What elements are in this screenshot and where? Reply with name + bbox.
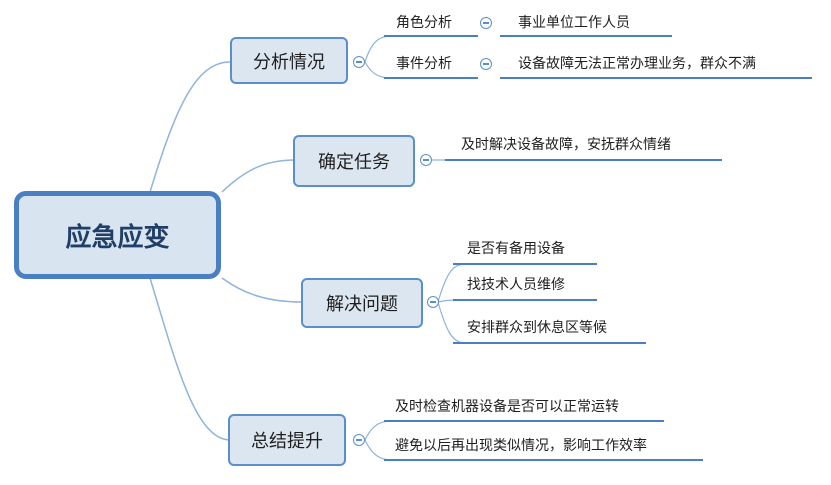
branch-analysis[interactable]: 分析情况 bbox=[230, 37, 348, 84]
leaf-task-1[interactable]: 及时解决设备故障，安抚群众情绪 bbox=[461, 137, 671, 153]
root-label: 应急应变 bbox=[65, 222, 170, 253]
connector-summary-2 bbox=[364, 439, 393, 461]
leaf-role-analysis[interactable]: 角色分析 bbox=[396, 15, 452, 31]
leaf-summary-2[interactable]: 避免以后再出现类似情况，影响工作效率 bbox=[395, 438, 647, 454]
leaf-solve-3[interactable]: 安排群众到休息区等候 bbox=[467, 320, 607, 336]
collapse-role-icon[interactable] bbox=[480, 17, 492, 29]
collapse-analysis-icon[interactable] bbox=[353, 56, 365, 68]
collapse-task-icon[interactable] bbox=[420, 154, 432, 166]
connector-root-solve bbox=[221, 277, 303, 303]
connector-solve-1 bbox=[437, 263, 466, 303]
branch-solve[interactable]: 解决问题 bbox=[301, 278, 423, 328]
root-node[interactable]: 应急应变 bbox=[14, 191, 221, 279]
branch-summary-label: 总结提升 bbox=[251, 431, 323, 452]
connector-root-summary bbox=[149, 277, 231, 441]
leaf-solve-2[interactable]: 找技术人员维修 bbox=[467, 277, 565, 293]
leaf-event-analysis[interactable]: 事件分析 bbox=[396, 56, 452, 72]
branch-task-label: 确定任务 bbox=[318, 152, 390, 173]
leaf-summary-1[interactable]: 及时检查机器设备是否可以正常运转 bbox=[395, 399, 619, 415]
branch-summary[interactable]: 总结提升 bbox=[228, 414, 346, 466]
collapse-summary-icon[interactable] bbox=[353, 434, 365, 446]
collapse-event-icon[interactable] bbox=[480, 58, 492, 70]
branch-analysis-label: 分析情况 bbox=[253, 51, 325, 73]
leaf-event-detail[interactable]: 设备故障无法正常办理业务，群众不满 bbox=[518, 56, 756, 72]
connector-root-analysis bbox=[149, 61, 231, 193]
connector-analysis-role bbox=[364, 35, 393, 63]
leaf-solve-1[interactable]: 是否有备用设备 bbox=[467, 241, 565, 257]
branch-solve-label: 解决问题 bbox=[326, 294, 398, 315]
connector-solve-3 bbox=[437, 301, 466, 344]
connector-root-task bbox=[221, 159, 296, 193]
leaf-role-detail[interactable]: 事业单位工作人员 bbox=[518, 15, 630, 31]
connector-analysis-event bbox=[364, 61, 393, 79]
branch-task[interactable]: 确定任务 bbox=[293, 135, 415, 187]
collapse-solve-icon[interactable] bbox=[427, 296, 439, 308]
connector-summary-1 bbox=[364, 420, 393, 441]
